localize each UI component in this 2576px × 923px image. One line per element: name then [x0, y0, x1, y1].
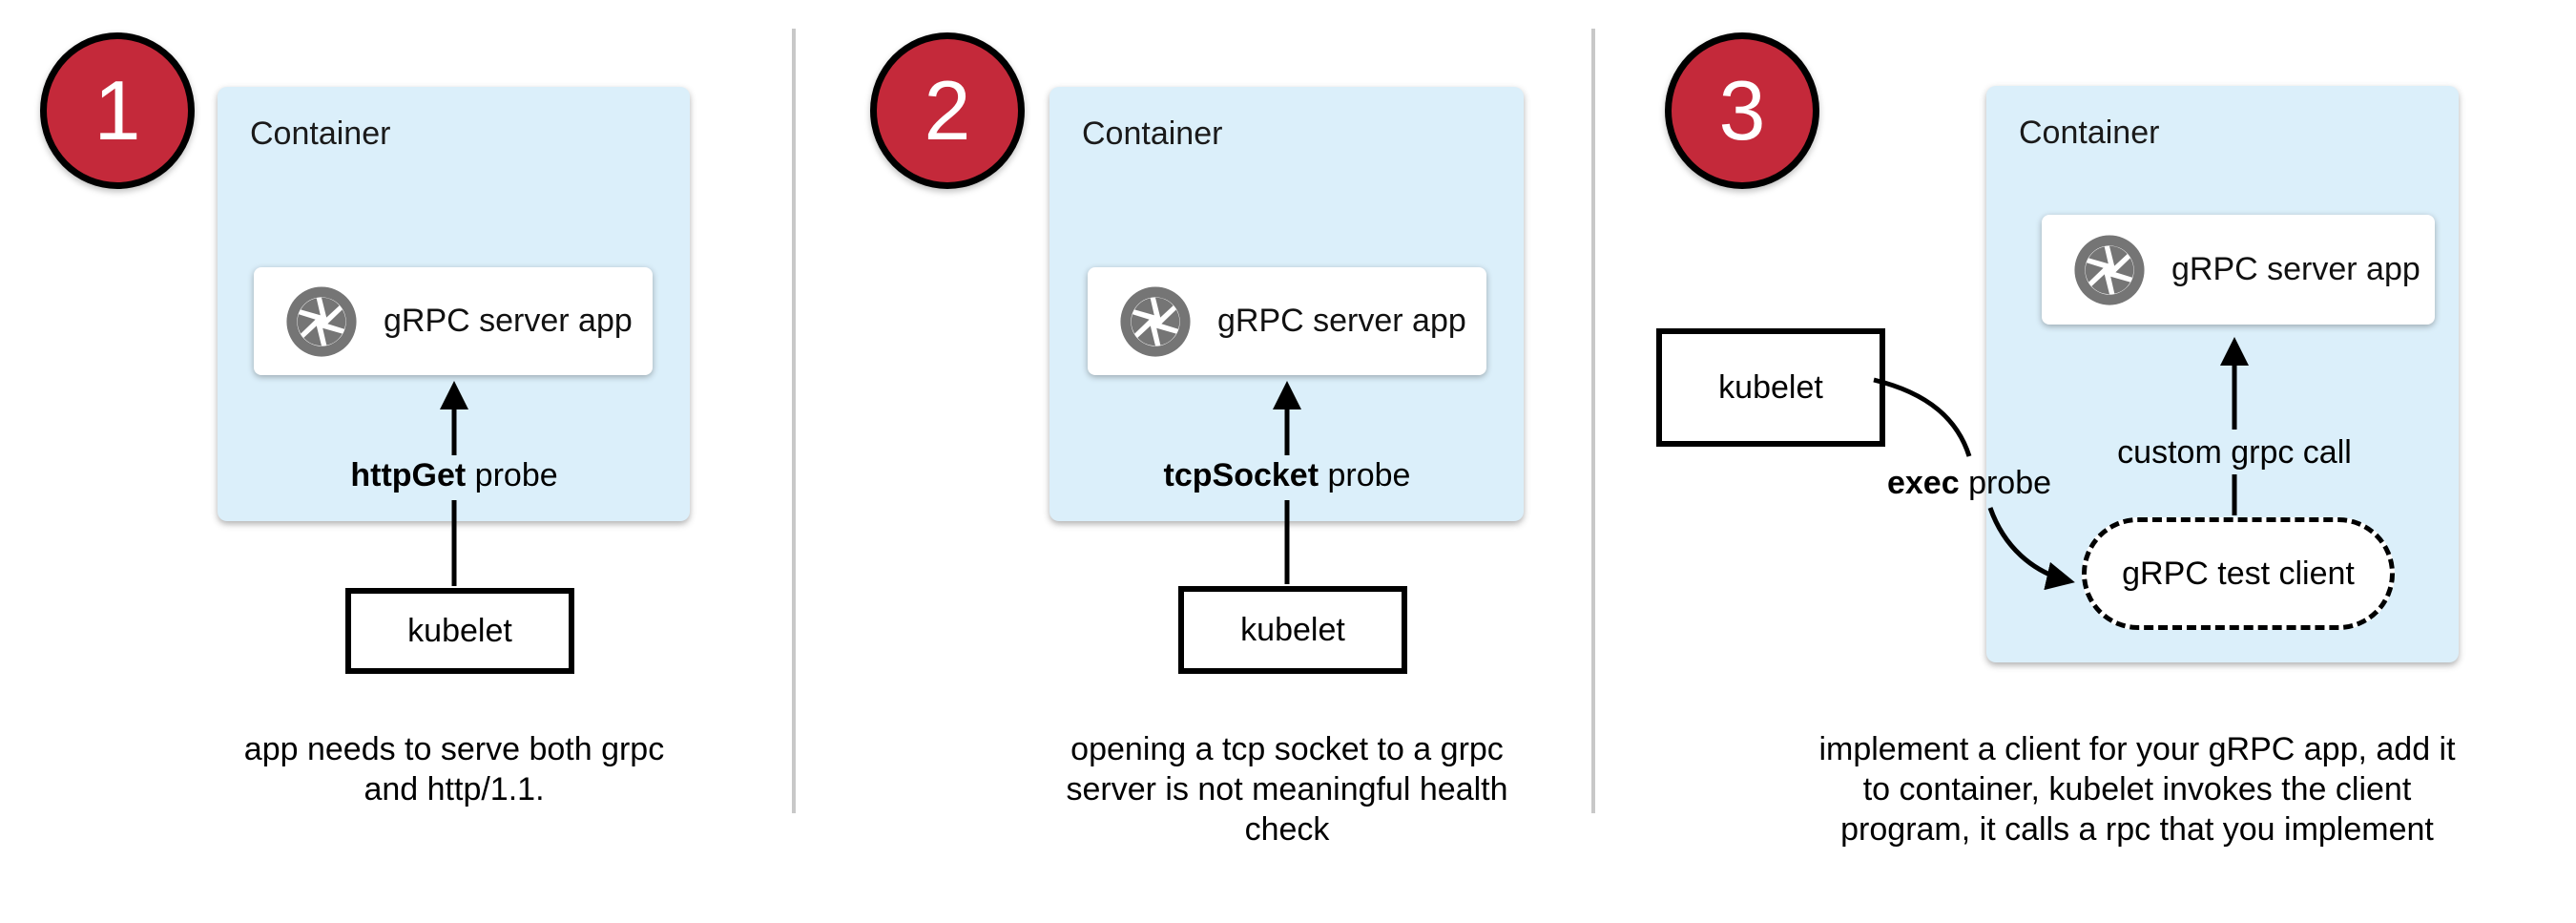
panel-divider-2 [1591, 29, 1595, 813]
grpc-server-app-label: gRPC server app [1217, 303, 1466, 339]
container-label: Container [1082, 115, 1223, 152]
probe-type: exec [1886, 465, 1960, 501]
probe-label-3: exec probe [1886, 465, 2052, 501]
grpc-server-app-box-3: gRPC server app [2042, 215, 2435, 325]
container-label: Container [2019, 115, 2160, 151]
grpc-server-app-box-1: gRPC server app [254, 267, 653, 375]
container-label: Container [250, 115, 391, 152]
step-badge-3: 3 [1665, 32, 1819, 189]
camera-aperture-icon [2074, 234, 2145, 305]
camera-aperture-icon [286, 285, 357, 357]
camera-aperture-icon [1120, 285, 1191, 357]
step-number: 3 [1718, 63, 1766, 157]
grpc-test-client-label: gRPC test client [2122, 555, 2355, 592]
kubelet-box-1: kubelet [345, 588, 574, 674]
kubelet-label: kubelet [1240, 611, 1345, 648]
custom-grpc-call-label: custom grpc call [2117, 434, 2352, 471]
kubelet-box-3: kubelet [1656, 328, 1885, 447]
caption-2: opening a tcp socket to a grpc server is… [1066, 731, 1508, 848]
kubelet-label: kubelet [407, 612, 512, 649]
caption-3: implement a client for your gRPC app, ad… [1818, 731, 2456, 848]
step-badge-2: 2 [870, 32, 1025, 189]
grpc-server-app-box-2: gRPC server app [1088, 267, 1486, 375]
kubelet-box-2: kubelet [1178, 586, 1407, 674]
exec-probe-curve-upper [1873, 377, 1972, 457]
grpc-server-app-label: gRPC server app [384, 303, 633, 339]
step-number: 2 [924, 63, 971, 157]
caption-1: app needs to serve both grpc and http/1.… [243, 731, 665, 808]
probe-type: httpGet [350, 457, 467, 493]
step-badge-1: 1 [40, 32, 195, 189]
kubelet-label: kubelet [1718, 368, 1823, 406]
step-number: 1 [93, 63, 141, 157]
grpc-server-app-label: gRPC server app [2171, 251, 2420, 287]
panel-divider-1 [792, 29, 796, 813]
probe-label-2: tcpSocket probe [1163, 457, 1411, 493]
grpc-test-client-box: gRPC test client [2082, 517, 2395, 630]
probe-label-1: httpGet probe [350, 457, 558, 493]
probe-type: tcpSocket [1163, 457, 1319, 493]
